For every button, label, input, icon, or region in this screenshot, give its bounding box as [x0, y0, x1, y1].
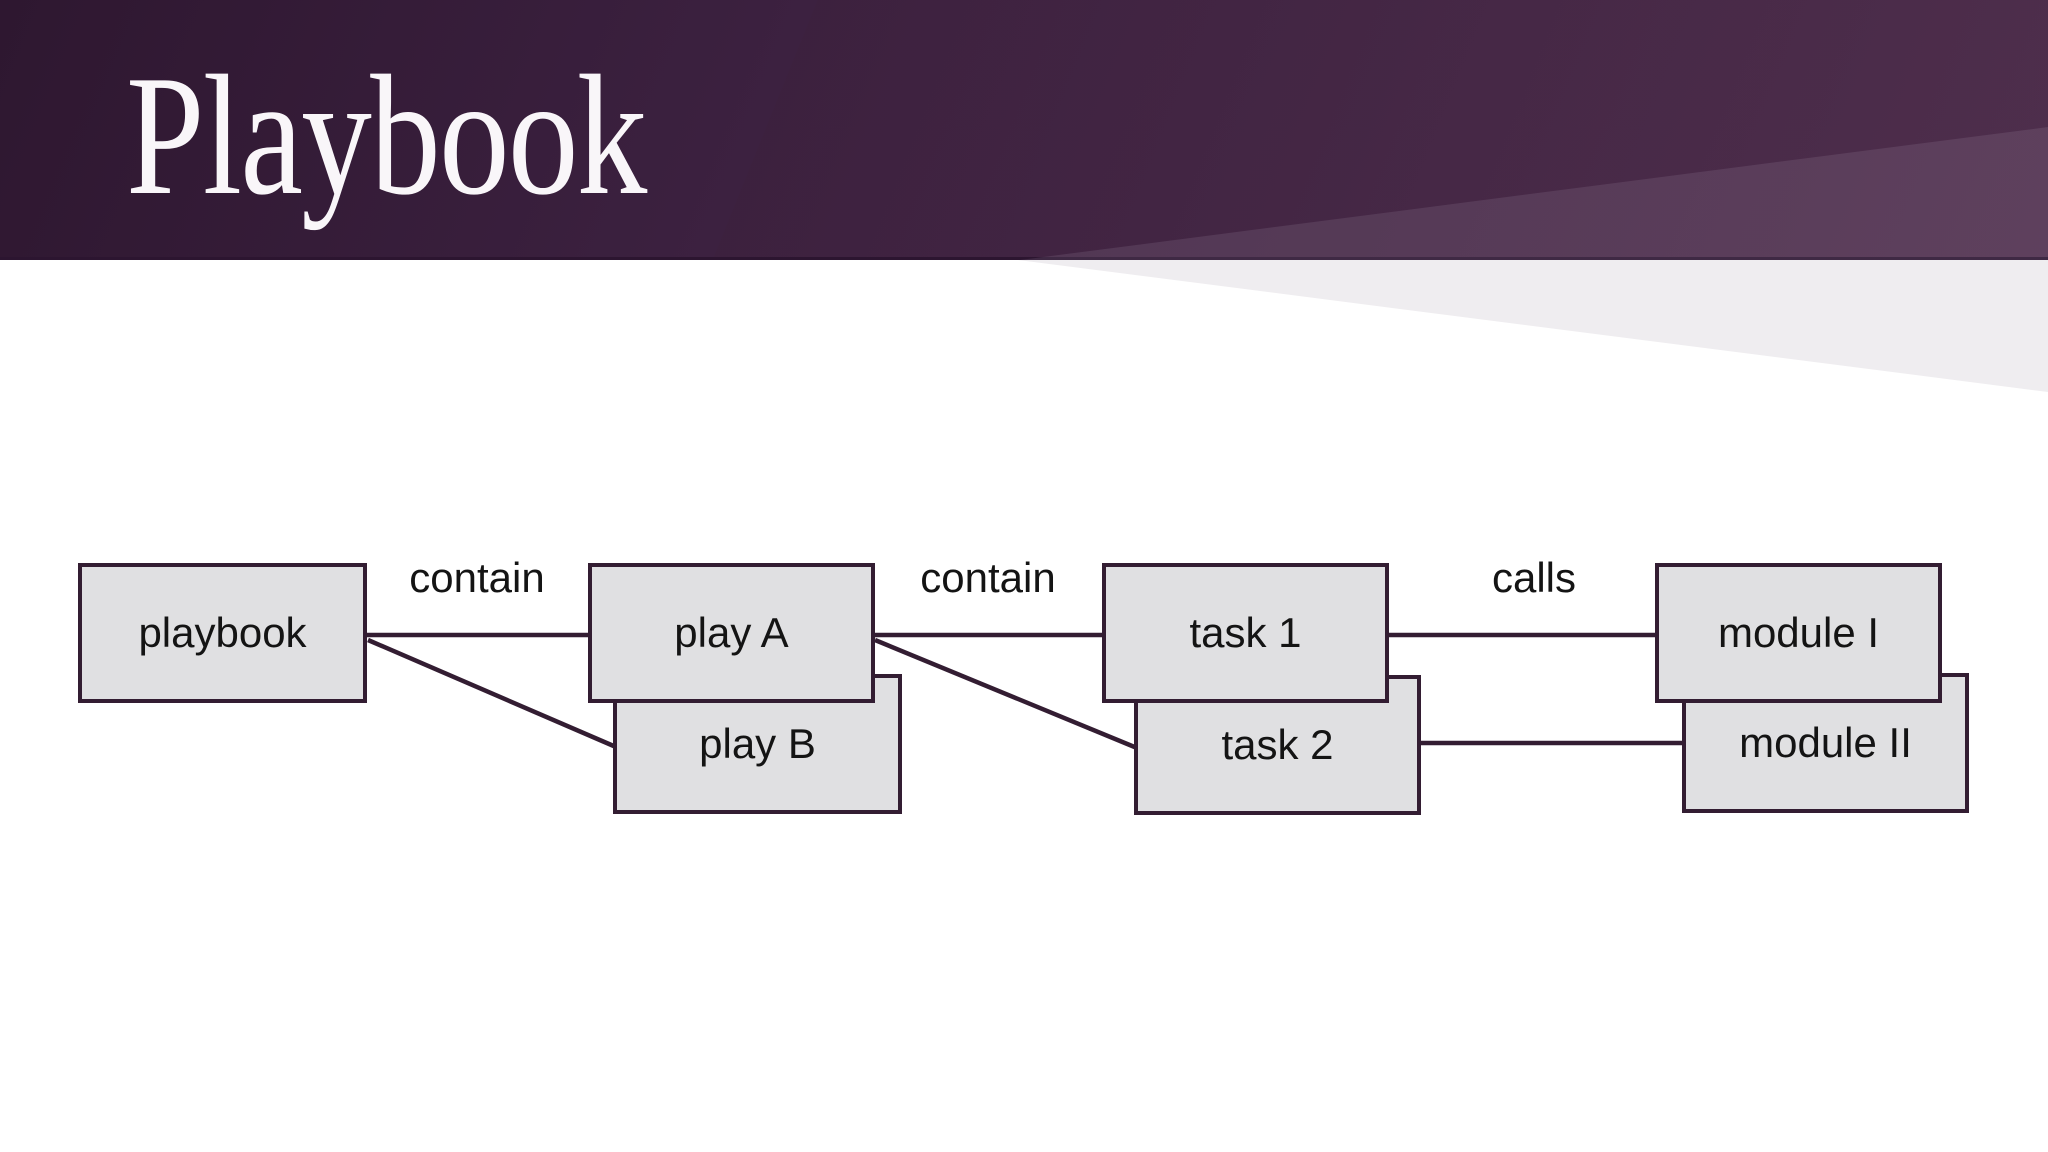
edge-play-a-task-2	[874, 637, 1138, 751]
edge-label-calls: calls	[1491, 554, 1577, 601]
node-playbook: playbook	[78, 563, 367, 703]
edge-playbook-play-b	[367, 637, 617, 750]
node-label: play A	[674, 609, 789, 656]
edge-label-contain-1: contain	[409, 554, 545, 601]
node-label: module II	[1739, 719, 1912, 766]
node-label: task 2	[1221, 721, 1334, 768]
header-band	[0, 0, 2048, 260]
node-label: play B	[699, 720, 816, 767]
edge-label-contain-2: contain	[920, 554, 1056, 601]
node-label: module I	[1717, 609, 1880, 656]
node-play-a: play A	[588, 563, 875, 703]
node-label: task 1	[1189, 609, 1302, 656]
slide-title: Playbook	[126, 41, 647, 231]
node-task-1: task 1	[1102, 563, 1389, 703]
node-label: playbook	[138, 609, 307, 656]
node-module-i: module I	[1655, 563, 1942, 703]
